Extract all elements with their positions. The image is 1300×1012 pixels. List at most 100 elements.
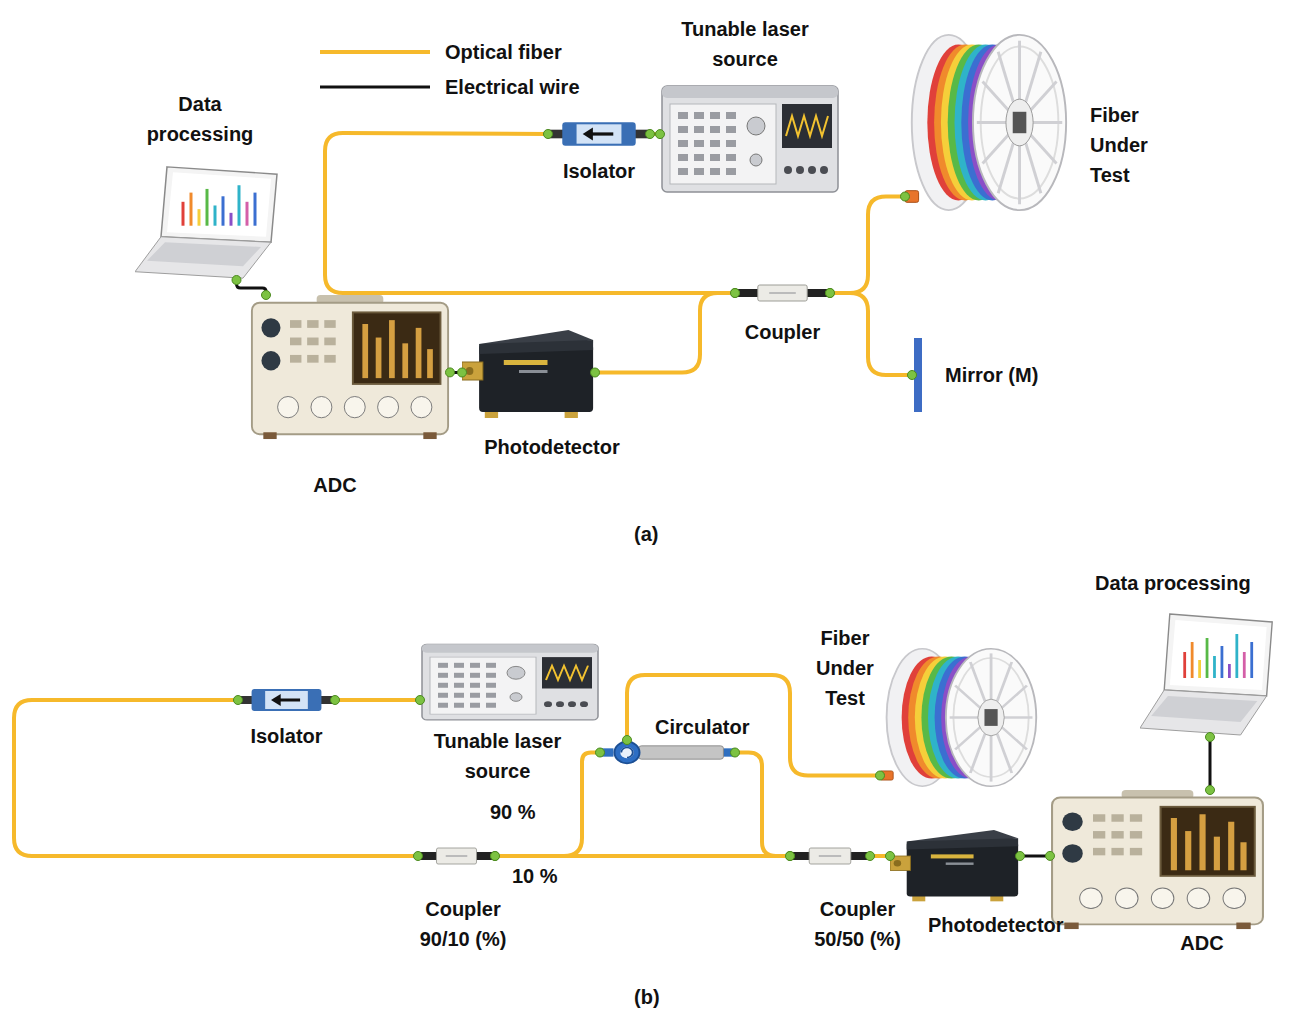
laser-source: Tunable laser source bbox=[660, 80, 840, 195]
port-dot bbox=[826, 289, 835, 298]
legend-text: Electrical wire bbox=[445, 75, 580, 99]
port-dot bbox=[232, 276, 241, 285]
port-dot bbox=[623, 736, 632, 745]
optical-fiber bbox=[646, 130, 665, 139]
port-dot bbox=[731, 289, 740, 298]
device-label: Tunable laser source bbox=[425, 726, 570, 786]
port-dot bbox=[1016, 852, 1025, 861]
adc-icon bbox=[252, 295, 448, 439]
port-dot bbox=[786, 852, 795, 861]
legend-line bbox=[320, 86, 430, 89]
optical-fiber bbox=[830, 197, 905, 294]
optical-fiber bbox=[866, 852, 895, 861]
adc-icon bbox=[1052, 790, 1263, 929]
optical-fiber bbox=[830, 293, 912, 375]
port-dot bbox=[886, 852, 895, 861]
port-dot bbox=[1046, 851, 1055, 860]
port-dot bbox=[591, 368, 600, 377]
laptop-icon bbox=[1140, 614, 1272, 735]
optical-fiber bbox=[335, 698, 420, 702]
isolator: Isolator bbox=[548, 120, 650, 148]
device-label: Tunable laser source bbox=[660, 14, 830, 74]
optical-fiber bbox=[325, 133, 735, 293]
port-dot bbox=[544, 130, 553, 139]
device-label: Coupler 90/10 (%) bbox=[413, 894, 513, 954]
device-label: Isolator bbox=[238, 721, 335, 751]
port-dot bbox=[866, 852, 875, 861]
device-label: Photodetector bbox=[467, 432, 637, 462]
port-dot bbox=[446, 368, 455, 377]
fiber-spool-icon bbox=[880, 649, 1036, 786]
coupler-icon bbox=[790, 848, 870, 864]
data-processing-laptop: Data processing bbox=[135, 165, 280, 280]
optical-fiber bbox=[826, 289, 917, 380]
adc-scope: ADC bbox=[250, 295, 450, 440]
port-dot bbox=[416, 696, 425, 705]
port-dot bbox=[1206, 786, 1215, 795]
optical-fiber bbox=[14, 700, 418, 856]
device-label: Photodetector bbox=[928, 910, 1064, 940]
device-label: Mirror (M) bbox=[945, 360, 1038, 390]
optical-fiber bbox=[14, 696, 423, 861]
photodetector: Photodetector bbox=[890, 822, 1020, 907]
electrical-wire bbox=[1016, 851, 1055, 860]
port-dot bbox=[414, 852, 423, 861]
port-dot bbox=[826, 289, 835, 298]
laser-source-icon bbox=[662, 86, 838, 192]
mirror: Mirror (M) bbox=[912, 338, 924, 412]
legend-text: Optical fiber bbox=[445, 40, 562, 64]
electrical-wire bbox=[1209, 737, 1212, 790]
port-dot bbox=[901, 192, 910, 201]
device-label: Fiber Under Test bbox=[1090, 100, 1170, 190]
photodetector-icon bbox=[462, 330, 593, 418]
optical-fiber bbox=[491, 852, 795, 861]
laptop-icon bbox=[135, 167, 277, 278]
port-dot bbox=[596, 748, 605, 757]
coupler: Coupler 90/10 (%) bbox=[418, 846, 495, 866]
optical-fiber bbox=[331, 696, 425, 705]
circulator: Circulator bbox=[600, 740, 735, 765]
device-label: Fiber Under Test bbox=[812, 623, 878, 713]
optical-fiber bbox=[591, 289, 740, 378]
port-dot bbox=[656, 130, 665, 139]
fiber-spool: Fiber Under Test bbox=[905, 30, 1070, 215]
electrical-wire bbox=[446, 368, 467, 377]
port-dot bbox=[1206, 733, 1215, 742]
fiber-spool: Fiber Under Test bbox=[880, 645, 1040, 790]
laser-source: Tunable laser source bbox=[420, 640, 600, 722]
photodetector: Photodetector bbox=[462, 320, 595, 425]
coupler: Coupler 50/50 (%) bbox=[790, 846, 870, 866]
panel-letter: (a) bbox=[634, 522, 658, 546]
panel-letter: (b) bbox=[634, 985, 660, 1009]
electrical-wire bbox=[1206, 733, 1215, 795]
split-ratio: 90 % bbox=[490, 800, 536, 824]
port-dot bbox=[646, 130, 655, 139]
port-dot bbox=[458, 368, 467, 377]
port-dot bbox=[786, 852, 795, 861]
coupler: Coupler bbox=[735, 283, 830, 303]
electrical-wire bbox=[232, 276, 271, 300]
port-dot bbox=[491, 852, 500, 861]
device-label: ADC bbox=[1172, 928, 1232, 958]
port-dot bbox=[331, 696, 340, 705]
device-label: Coupler 50/50 (%) bbox=[805, 894, 910, 954]
laser-source-icon bbox=[422, 644, 598, 720]
port-dot bbox=[876, 771, 885, 780]
isolator-icon bbox=[548, 122, 650, 146]
adc-scope: ADC bbox=[1050, 790, 1265, 930]
optical-fiber bbox=[325, 130, 740, 298]
optical-fiber bbox=[826, 192, 910, 298]
port-dot bbox=[908, 371, 917, 380]
isolator-icon bbox=[238, 689, 335, 711]
fiber-spool-icon bbox=[905, 35, 1066, 210]
coupler-icon bbox=[735, 285, 830, 301]
optical-fiber bbox=[595, 293, 735, 373]
split-ratio: 10 % bbox=[512, 864, 558, 888]
optical-fiber bbox=[495, 854, 790, 858]
device-label: Isolator bbox=[548, 156, 650, 186]
optical-fiber bbox=[731, 748, 795, 861]
port-dot bbox=[234, 696, 243, 705]
port-dot bbox=[731, 289, 740, 298]
port-dot bbox=[491, 852, 500, 861]
